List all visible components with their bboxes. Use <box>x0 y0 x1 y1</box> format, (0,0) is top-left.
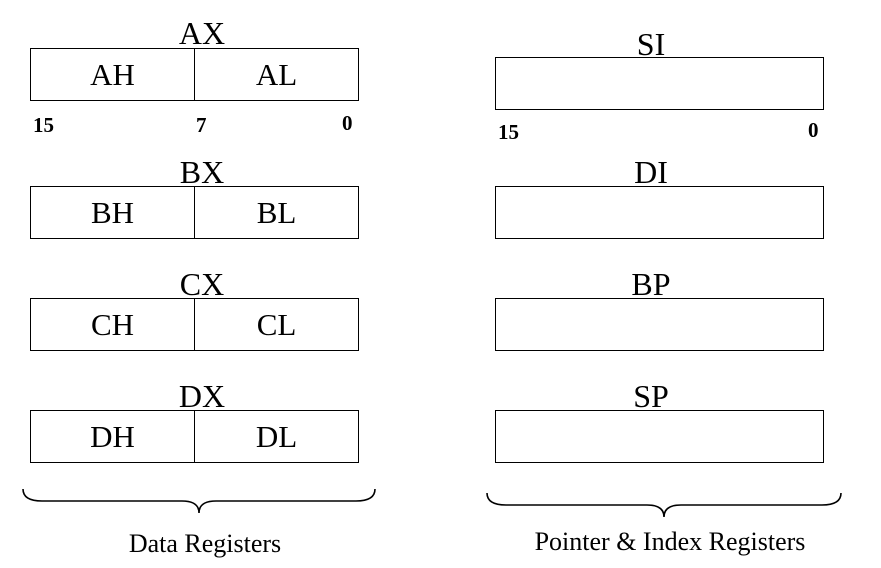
register-name: DX <box>178 378 226 414</box>
data-registers-caption: Data Registers <box>128 529 282 558</box>
register-name: SI <box>636 26 666 62</box>
register-name: BX <box>179 154 225 190</box>
high-byte: CH <box>31 299 195 350</box>
pointer-index-registers-caption: Pointer & Index Registers <box>534 527 806 556</box>
register-name: BP <box>631 266 671 302</box>
low-byte: DL <box>255 418 298 454</box>
register-name: DI <box>634 154 668 190</box>
register-box <box>495 298 824 351</box>
high-byte: AH <box>31 49 195 100</box>
register-box: CH CL <box>30 298 359 351</box>
register-name: SP <box>633 378 669 414</box>
register-box <box>495 57 824 110</box>
bit-label-msb: 15 <box>33 113 54 137</box>
bit-label-lsb: 0 <box>342 111 353 135</box>
high-byte: DH <box>31 411 195 462</box>
low-byte: CL <box>256 306 297 342</box>
pointer-index-registers-brace <box>486 492 842 518</box>
low-byte: AL <box>255 56 298 92</box>
register-box: DH DL <box>30 410 359 463</box>
register-box <box>495 410 824 463</box>
bit-label-lsb: 0 <box>808 118 819 142</box>
data-registers-brace <box>22 488 376 514</box>
high-byte: BH <box>31 187 195 238</box>
register-name: AX <box>178 15 226 51</box>
bit-label-msb: 15 <box>498 120 519 144</box>
register-box: AH AL <box>30 48 359 101</box>
register-name: CX <box>179 266 225 302</box>
low-byte: BL <box>256 194 297 230</box>
register-box: BH BL <box>30 186 359 239</box>
register-box <box>495 186 824 239</box>
bit-label-mid: 7 <box>196 113 207 137</box>
